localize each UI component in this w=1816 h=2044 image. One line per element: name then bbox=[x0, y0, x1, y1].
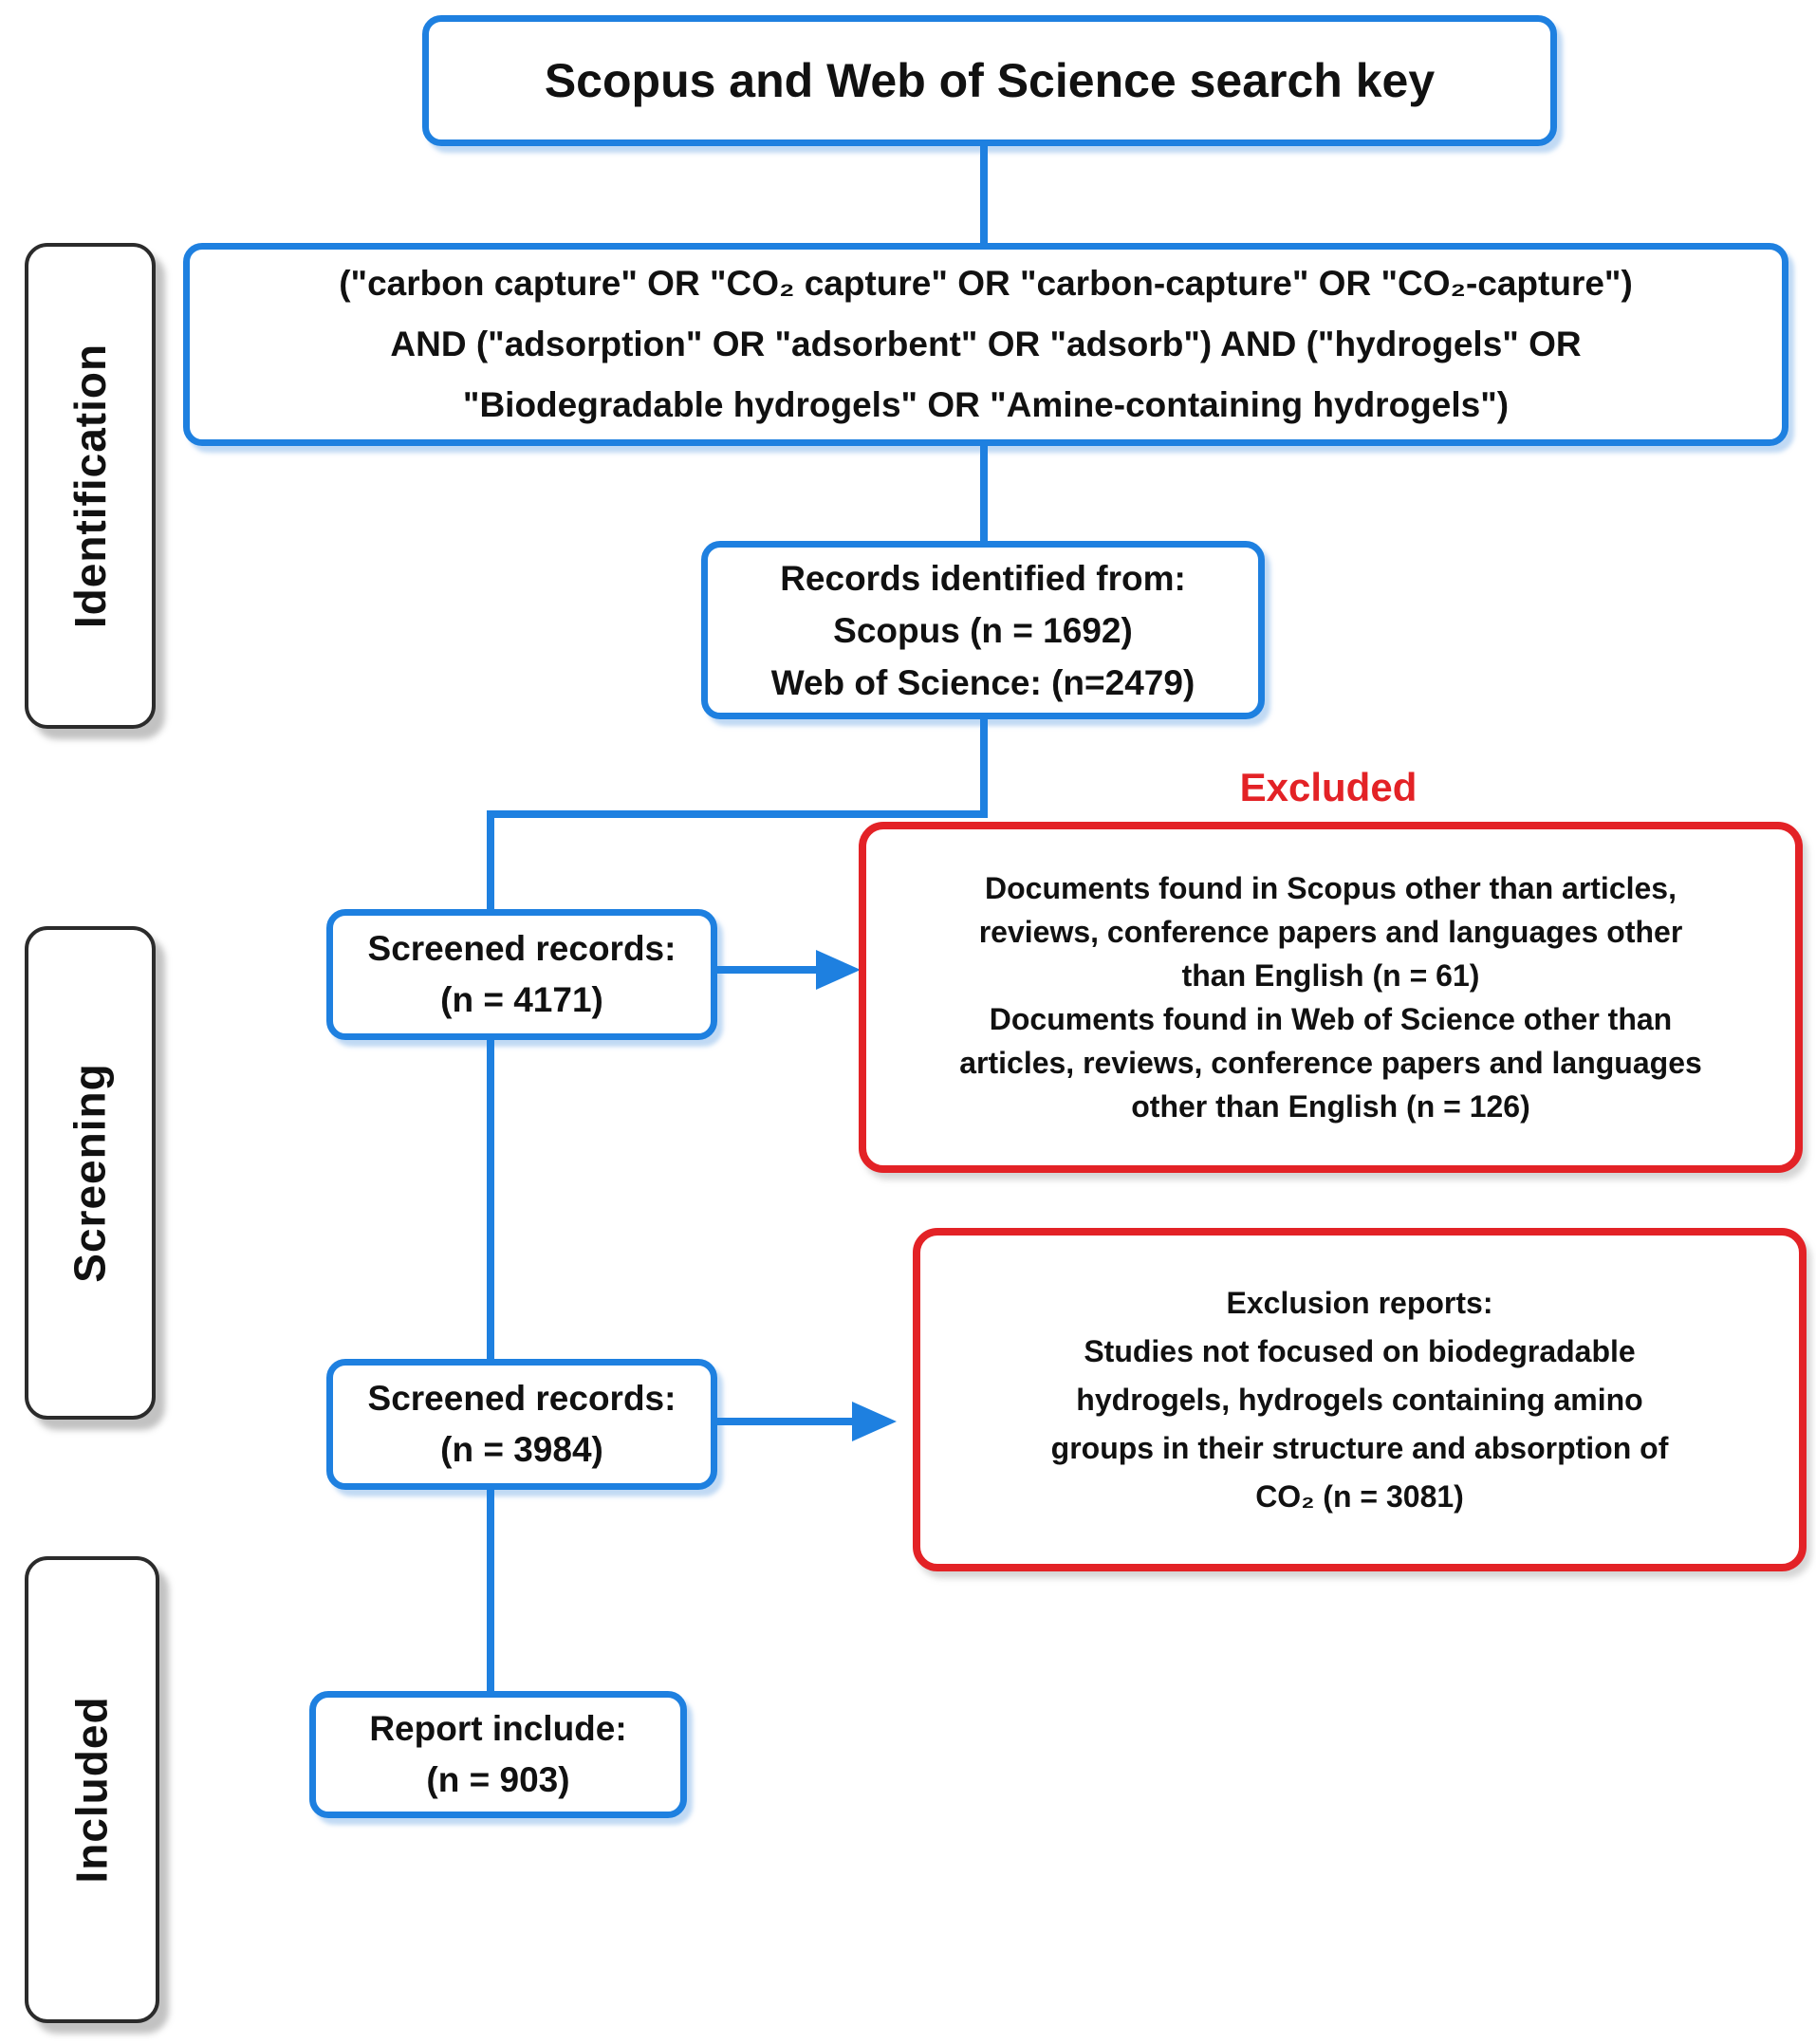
title-box: Scopus and Web of Science search key bbox=[422, 15, 1557, 146]
exclusion-reports-line: groups in their structure and absorption… bbox=[1050, 1430, 1669, 1465]
search-query-line: AND ("adsorption" OR "adsorbent" OR "ads… bbox=[390, 325, 1582, 363]
screened-records-2-line: Screened records: bbox=[367, 1379, 676, 1418]
arrow-line-screened-1-to-excluded bbox=[715, 966, 822, 974]
connector-title-to-search bbox=[980, 144, 988, 247]
report-include-line: (n = 903) bbox=[426, 1760, 570, 1799]
records-identified-line: Scopus (n = 1692) bbox=[833, 610, 1133, 650]
screened-records-box-1: Screened records: (n = 4171) bbox=[326, 909, 717, 1040]
search-key-box: ("carbon capture" OR "CO₂ capture" OR "c… bbox=[183, 243, 1788, 446]
report-include-box: Report include: (n = 903) bbox=[309, 1691, 687, 1818]
connector-to-screened-1 bbox=[487, 810, 494, 917]
records-identified-box: Records identified from: Scopus (n = 169… bbox=[701, 541, 1265, 719]
connector-records-left bbox=[487, 810, 988, 818]
arrowhead-icon bbox=[816, 950, 861, 990]
connector-search-to-records bbox=[980, 442, 988, 545]
screened-records-box-2: Screened records: (n = 3984) bbox=[326, 1359, 717, 1490]
stage-label-screening: Screening bbox=[65, 1063, 116, 1283]
excluded-label: Excluded bbox=[1239, 765, 1418, 809]
exclusion-reports-line: Studies not focused on biodegradable bbox=[1084, 1333, 1636, 1368]
screened-records-1-line: (n = 4171) bbox=[440, 980, 603, 1019]
exclusion-reports-line: CO₂ (n = 3081) bbox=[1255, 1478, 1464, 1514]
excluded-box-line: other than English (n = 126) bbox=[1131, 1089, 1530, 1124]
connector-records-down bbox=[980, 715, 988, 818]
search-query-line: "Biodegradable hydrogels" OR "Amine-cont… bbox=[462, 385, 1510, 424]
excluded-box-line: Documents found in Scopus other than art… bbox=[985, 871, 1677, 905]
records-identified-line: Records identified from: bbox=[780, 558, 1186, 598]
stage-box-identification: Identification bbox=[25, 243, 156, 729]
excluded-box-line: reviews, conference papers and languages… bbox=[978, 915, 1683, 949]
connector-screened-1-to-screened-2 bbox=[487, 1038, 494, 1363]
excluded-box-line: Documents found in Web of Science other … bbox=[989, 1002, 1673, 1036]
screened-records-2-line: (n = 3984) bbox=[440, 1430, 603, 1469]
exclusion-reports-line: Exclusion reports: bbox=[1226, 1285, 1493, 1320]
stage-box-included: Included bbox=[25, 1556, 159, 2023]
arrowhead-icon bbox=[852, 1402, 897, 1441]
stage-box-screening: Screening bbox=[25, 926, 156, 1420]
excluded-box-line: articles, reviews, conference papers and… bbox=[959, 1046, 1702, 1080]
connector-screened-2-to-report bbox=[487, 1488, 494, 1695]
exclusion-reports-box: Exclusion reports: Studies not focused o… bbox=[913, 1228, 1807, 1571]
exclusion-reports-line: hydrogels, hydrogels containing amino bbox=[1076, 1382, 1643, 1417]
screened-records-1-line: Screened records: bbox=[367, 929, 676, 968]
excluded-box-line: than English (n = 61) bbox=[1181, 958, 1480, 993]
arrow-line-screened-2-to-exclusion bbox=[715, 1418, 858, 1425]
report-include-line: Report include: bbox=[369, 1709, 627, 1748]
records-identified-line: Web of Science: (n=2479) bbox=[770, 662, 1195, 702]
search-query-line: ("carbon capture" OR "CO₂ capture" OR "c… bbox=[339, 264, 1633, 303]
excluded-box: Documents found in Scopus other than art… bbox=[859, 822, 1803, 1173]
stage-label-included: Included bbox=[67, 1696, 117, 1884]
stage-label-identification: Identification bbox=[65, 343, 116, 629]
diagram-title: Scopus and Web of Science search key bbox=[544, 54, 1436, 107]
